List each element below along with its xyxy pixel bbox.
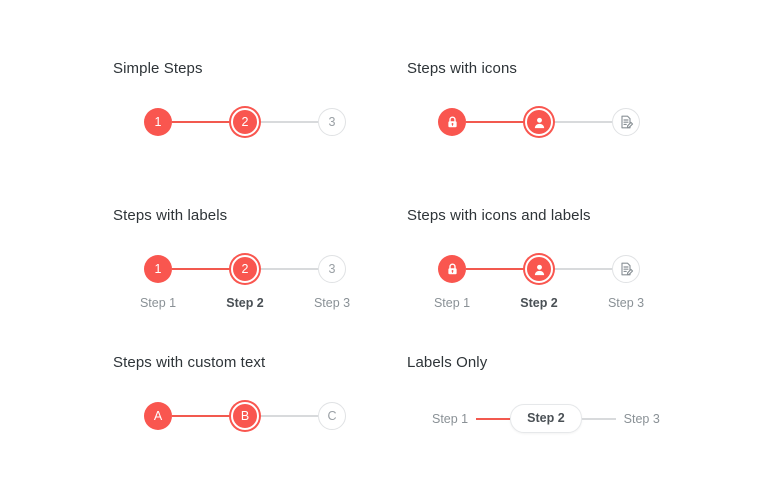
step-item[interactable]: B xyxy=(231,402,259,430)
example-steps-with-icons-and-labels: Steps with icons and labels xyxy=(407,207,701,354)
block-title: Steps with custom text xyxy=(113,354,266,371)
step-item[interactable]: 1 Step 1 xyxy=(140,255,176,310)
step-bubble-1[interactable] xyxy=(438,108,466,136)
step-item[interactable]: 1 xyxy=(144,108,172,136)
connector-completed xyxy=(476,417,511,420)
label-step-3[interactable]: Step 3 xyxy=(623,411,660,426)
stepper-icons-labels: Step 1 Step 2 xyxy=(434,255,644,310)
step-item[interactable]: C xyxy=(318,402,346,430)
connector-upcoming xyxy=(581,417,616,420)
block-title: Simple Steps xyxy=(113,60,203,77)
step-bubble-2[interactable] xyxy=(525,255,553,283)
connector-upcoming xyxy=(553,268,612,270)
step-bubble-b[interactable]: B xyxy=(231,402,259,430)
step-bubble-1[interactable]: 1 xyxy=(144,255,172,283)
examples-grid: Simple Steps 1 2 3 Steps with icons xyxy=(113,60,713,501)
step-label-1: Step 1 xyxy=(139,296,177,310)
example-labels-only: Labels Only Step 1 Step 2 Step 3 xyxy=(407,354,701,501)
step-bubble-a[interactable]: A xyxy=(144,402,172,430)
step-label-3: Step 3 xyxy=(313,296,351,310)
connector-completed xyxy=(172,268,231,270)
example-steps-with-icons: Steps with icons xyxy=(407,60,701,207)
step-bubble-3[interactable]: 3 xyxy=(318,108,346,136)
block-title: Steps with icons xyxy=(407,60,517,77)
step-bubble-3[interactable] xyxy=(612,108,640,136)
step-item[interactable]: Step 3 xyxy=(608,255,644,310)
step-item[interactable]: 2 Step 2 xyxy=(226,255,264,310)
document-edit-icon xyxy=(618,261,634,277)
block-title: Labels Only xyxy=(407,354,488,371)
stepper-labels: 1 Step 1 2 Step 2 3 Step 3 xyxy=(140,255,350,310)
step-bubble-c[interactable]: C xyxy=(318,402,346,430)
stepper-simple: 1 2 3 xyxy=(144,108,346,136)
step-item[interactable]: Step 1 xyxy=(434,255,470,310)
connector-completed xyxy=(172,121,231,123)
connector-completed xyxy=(172,415,231,417)
example-steps-custom-text: Steps with custom text A B C xyxy=(113,354,407,501)
lock-icon xyxy=(445,262,460,277)
step-item[interactable]: 2 xyxy=(231,108,259,136)
step-bubble-3[interactable]: 3 xyxy=(318,255,346,283)
example-simple-steps: Simple Steps 1 2 3 xyxy=(113,60,407,207)
step-item[interactable]: 3 xyxy=(318,108,346,136)
stepper-custom-text: A B C xyxy=(144,402,346,430)
user-icon xyxy=(532,262,547,277)
label-step-2-active[interactable]: Step 2 xyxy=(510,404,582,433)
step-bubble-2[interactable]: 2 xyxy=(231,108,259,136)
connector-completed xyxy=(466,268,525,270)
connector-completed xyxy=(466,121,525,123)
lock-icon xyxy=(445,115,460,130)
step-item[interactable] xyxy=(525,108,553,136)
step-bubble-1[interactable] xyxy=(438,255,466,283)
connector-upcoming xyxy=(259,121,318,123)
block-title: Steps with icons and labels xyxy=(407,207,591,224)
step-bubble-2[interactable]: 2 xyxy=(231,255,259,283)
steps-showcase-page: Simple Steps 1 2 3 Steps with icons xyxy=(113,60,660,433)
label-step-1[interactable]: Step 1 xyxy=(432,411,469,426)
step-item[interactable]: Step 2 xyxy=(520,255,558,310)
step-label-2: Step 2 xyxy=(226,296,264,310)
step-bubble-3[interactable] xyxy=(612,255,640,283)
connector-upcoming xyxy=(259,415,318,417)
step-item[interactable]: 3 Step 3 xyxy=(314,255,350,310)
step-bubble-1[interactable]: 1 xyxy=(144,108,172,136)
connector-upcoming xyxy=(259,268,318,270)
connector-upcoming xyxy=(553,121,612,123)
document-edit-icon xyxy=(618,114,634,130)
stepper-icons xyxy=(438,108,640,136)
step-label-2: Step 2 xyxy=(520,296,558,310)
user-icon xyxy=(532,115,547,130)
step-item[interactable] xyxy=(612,108,640,136)
block-title: Steps with labels xyxy=(113,207,228,224)
step-label-3: Step 3 xyxy=(607,296,645,310)
step-label-1: Step 1 xyxy=(433,296,471,310)
step-bubble-2[interactable] xyxy=(525,108,553,136)
stepper-labels-only: Step 1 Step 2 Step 3 xyxy=(432,404,701,433)
step-item[interactable]: A xyxy=(144,402,172,430)
step-item[interactable] xyxy=(438,108,466,136)
example-steps-with-labels: Steps with labels 1 Step 1 2 Step 2 3 St… xyxy=(113,207,407,354)
